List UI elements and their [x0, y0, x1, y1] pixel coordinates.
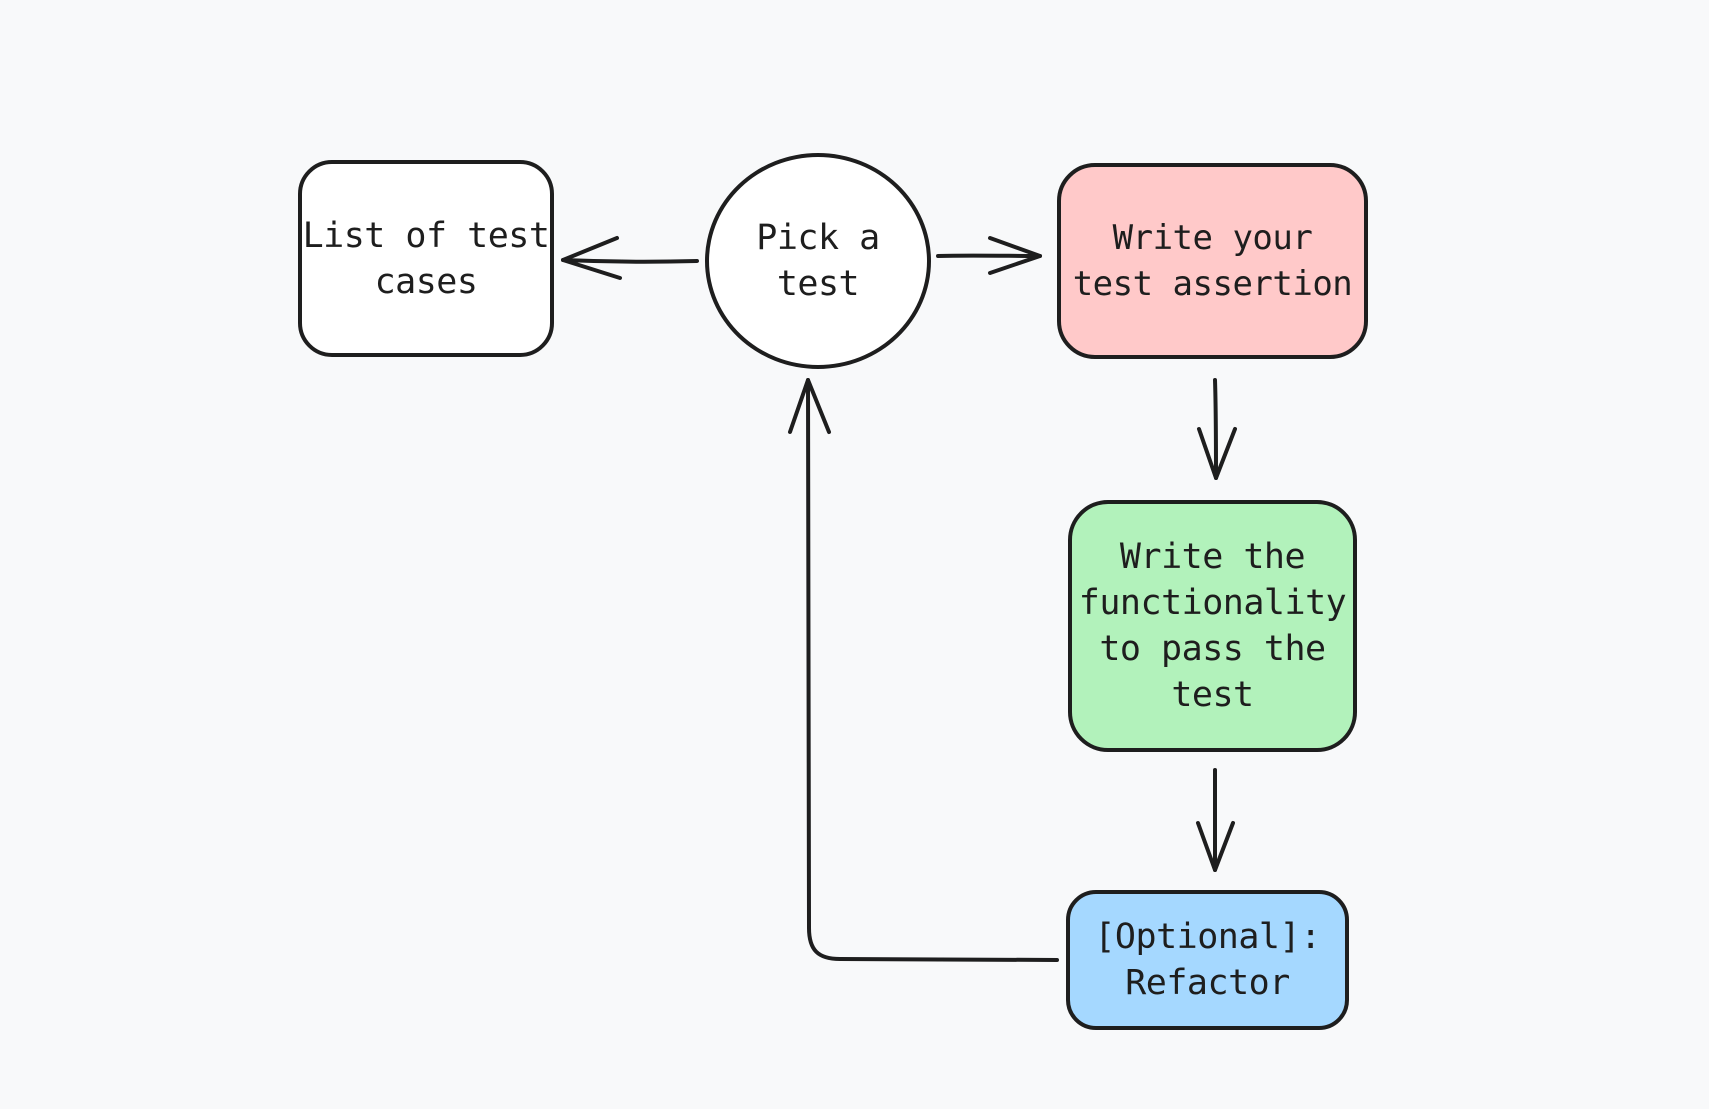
arrow-pick-to-list: [561, 236, 699, 280]
arrow-refactor-to-pick: [788, 378, 1059, 962]
node-label: [Optional]: Refactor: [1094, 917, 1321, 1003]
arrow-functionality-to-refactor: [1196, 768, 1235, 872]
arrow-assertion-to-functionality: [1197, 378, 1237, 480]
node-label: Write your test assertion: [1072, 218, 1353, 304]
node-write-test-assertion: Write your test assertion: [1057, 163, 1368, 359]
node-label: Write the functionality to pass the test: [1078, 537, 1347, 715]
node-write-functionality: Write the functionality to pass the test: [1068, 500, 1357, 752]
node-label: Pick a test: [756, 218, 880, 304]
node-pick-a-test: Pick a test: [705, 153, 931, 369]
node-list-of-test-cases: List of test cases: [298, 160, 554, 357]
arrow-pick-to-assertion: [936, 236, 1042, 275]
node-optional-refactor: [Optional]: Refactor: [1066, 890, 1349, 1030]
node-label: List of test cases: [302, 215, 550, 302]
